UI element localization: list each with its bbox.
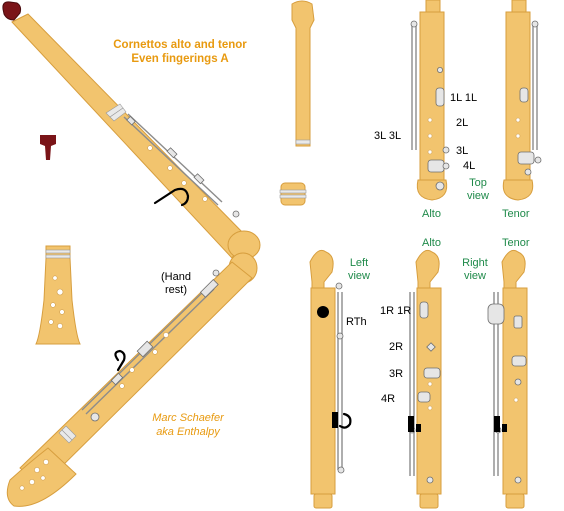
loose-ring — [279, 182, 307, 206]
alto-top-label: Alto — [422, 208, 441, 220]
loose-upper-tube — [291, 0, 315, 147]
fingering-2r: 2R — [389, 341, 404, 353]
fingering-3r: 3R — [389, 368, 404, 380]
fingering-3l: 3L — [456, 145, 469, 157]
diagram-title: Cornettos alto and tenor Even fingerings… — [113, 39, 247, 65]
author-credit: Marc Schaefer aka Enthalpy — [152, 412, 224, 438]
right-view-label: Right view — [462, 257, 488, 282]
alto-top-view — [410, 0, 450, 201]
left-view — [309, 249, 352, 509]
fingering-4l: 4L — [463, 160, 476, 172]
fingering-2l: 2L — [456, 117, 469, 129]
fingering-1l: 1L 1L — [450, 92, 478, 104]
hook-icon — [153, 187, 190, 207]
assembled-instrument — [2, 1, 261, 507]
fingering-1r: 1R 1R — [380, 305, 412, 317]
alto-right-view — [408, 249, 442, 509]
tenor-top-view — [502, 0, 542, 201]
thumb-hole-icon — [317, 306, 329, 318]
fingering-3l-pair: 3L 3L — [374, 130, 402, 142]
loose-mouthpiece — [40, 135, 56, 160]
rth-label: RTh — [346, 316, 367, 328]
mouthpiece-icon — [2, 1, 22, 21]
loose-bell — [35, 245, 81, 345]
tenor-bottom-label: Tenor — [502, 237, 530, 249]
tenor-top-label: Tenor — [502, 208, 530, 220]
top-view-label: Top view — [466, 177, 489, 202]
left-view-label: Left view — [347, 257, 370, 282]
fingering-4r: 4R — [381, 393, 396, 405]
hand-rest-label: (Hand rest) — [161, 271, 191, 296]
alto-bottom-label: Alto — [422, 237, 441, 249]
tenor-right-view — [487, 249, 528, 509]
